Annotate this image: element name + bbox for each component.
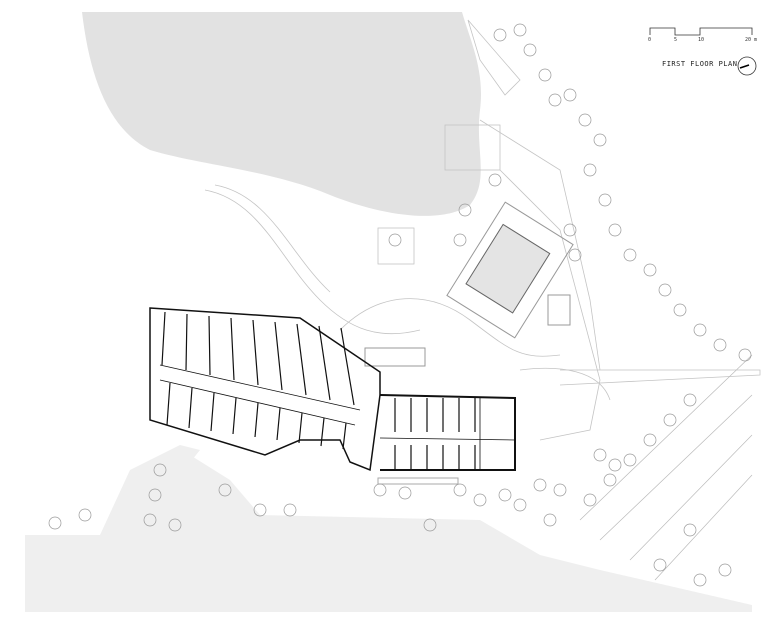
tree — [693, 573, 707, 587]
room-wall — [296, 323, 307, 444]
scale-tick-5: 5 — [674, 37, 677, 43]
tree — [473, 493, 487, 507]
tree — [553, 483, 567, 497]
tree — [548, 93, 562, 107]
tree — [398, 486, 412, 500]
pool — [446, 201, 574, 339]
tree — [48, 516, 62, 530]
paths — [204, 19, 761, 441]
tree — [568, 248, 582, 262]
tree — [563, 223, 577, 237]
tree — [498, 488, 512, 502]
room-wall — [340, 327, 355, 450]
scale-tick-20: 20 m — [745, 37, 757, 43]
tree — [513, 23, 527, 37]
tree — [608, 223, 622, 237]
tree — [583, 493, 597, 507]
tree — [598, 193, 612, 207]
tree — [593, 133, 607, 147]
tree — [373, 483, 387, 497]
tree — [673, 303, 687, 317]
tree — [658, 283, 672, 297]
tree — [423, 518, 437, 532]
scale-bar — [649, 27, 753, 36]
tree — [643, 263, 657, 277]
tree — [643, 433, 657, 447]
tree — [153, 463, 167, 477]
tree — [563, 88, 577, 102]
room-wall — [208, 315, 215, 432]
room-wall — [161, 311, 171, 426]
tree — [533, 478, 547, 492]
plan-title: FIRST FLOOR PLAN — [662, 60, 738, 68]
tree — [148, 488, 162, 502]
scale-tick-0: 0 — [648, 37, 651, 43]
north-arrow-icon — [737, 56, 757, 76]
tree — [143, 513, 157, 527]
room-wall — [230, 317, 237, 435]
room-wall — [252, 319, 259, 438]
tree — [513, 498, 527, 512]
building — [149, 307, 516, 472]
ground-area-left — [100, 445, 200, 535]
tree — [593, 448, 607, 462]
tree — [538, 68, 552, 82]
tree — [283, 503, 297, 517]
tree — [388, 233, 402, 247]
tree — [583, 163, 597, 177]
tree — [603, 473, 617, 487]
tree — [453, 483, 467, 497]
tree — [488, 173, 502, 187]
tree — [168, 518, 182, 532]
tree — [78, 508, 92, 522]
tree — [218, 483, 232, 497]
tree — [253, 503, 267, 517]
tree — [653, 558, 667, 572]
tree — [713, 338, 727, 352]
tree — [453, 233, 467, 247]
tree — [683, 523, 697, 537]
tree — [493, 28, 507, 42]
trees — [48, 23, 752, 587]
tree — [543, 513, 557, 527]
steps — [377, 477, 459, 485]
tree — [523, 43, 537, 57]
tree — [578, 113, 592, 127]
room-wall — [318, 325, 331, 447]
tree — [683, 393, 697, 407]
room-wall — [185, 313, 193, 429]
tree — [623, 248, 637, 262]
tree — [608, 458, 622, 472]
tree — [663, 413, 677, 427]
tree — [623, 453, 637, 467]
tree — [458, 203, 472, 217]
lake — [82, 12, 481, 216]
room-wall — [274, 321, 283, 441]
tree — [693, 323, 707, 337]
tree — [718, 563, 732, 577]
scale-tick-10: 10 — [698, 37, 704, 43]
terrace — [364, 347, 426, 367]
parking — [579, 354, 753, 581]
ground-area — [25, 455, 752, 612]
deck — [547, 294, 571, 326]
tree — [738, 348, 752, 362]
